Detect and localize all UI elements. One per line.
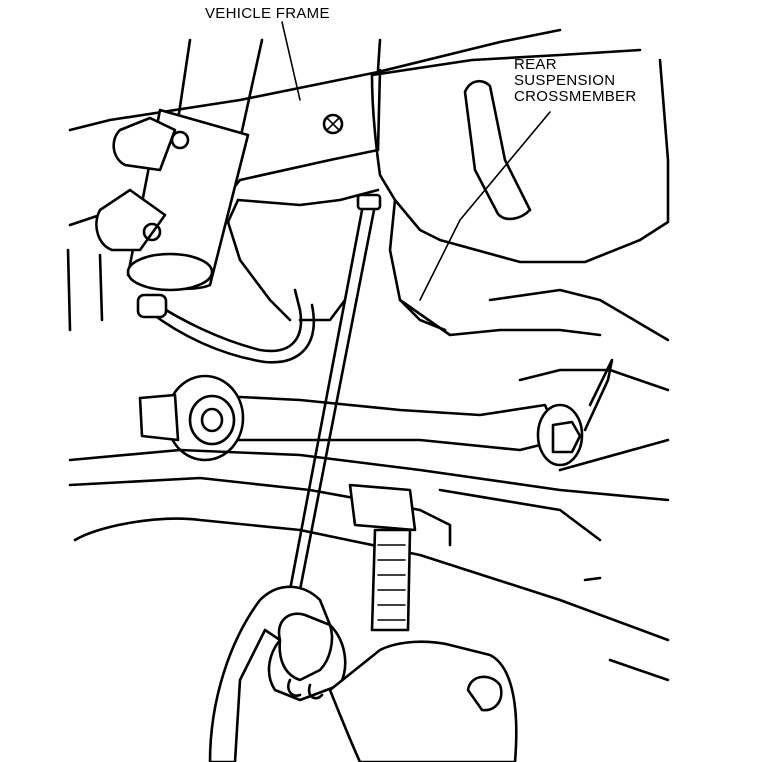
pry-bar-tool [288,193,382,592]
floor-pan [68,288,670,682]
jack-stand [348,483,452,632]
leader-lines [281,21,551,301]
rear-suspension-crossmember-label: REAR SUSPENSION CROSSMEMBER [514,56,637,105]
vehicle-frame-label: VEHICLE FRAME [205,5,330,22]
hands [208,585,518,762]
lower-control-arm [138,358,614,467]
stabilizer-bar [136,288,347,364]
shock-absorber [66,38,264,332]
